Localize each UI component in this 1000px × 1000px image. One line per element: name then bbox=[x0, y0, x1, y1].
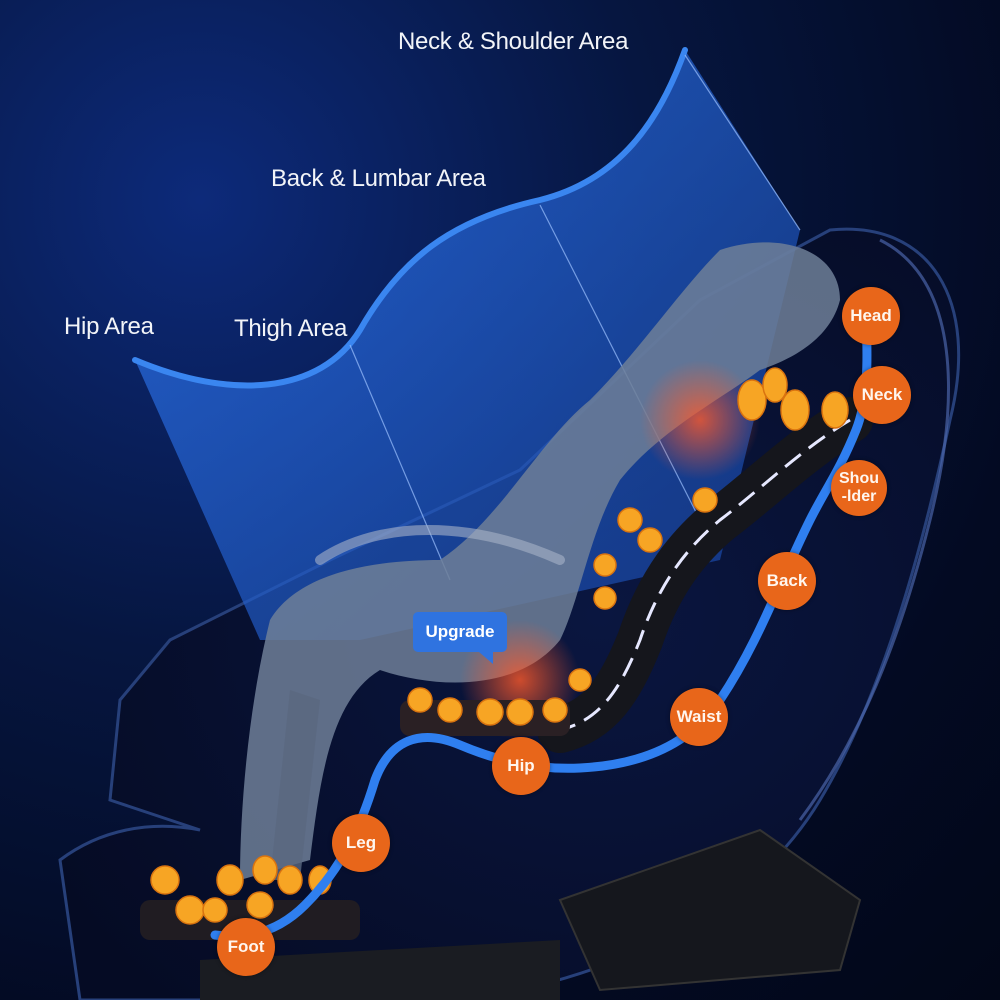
shoulder-point-badge: Shou -lder bbox=[831, 460, 887, 516]
waist-point-badge: Waist bbox=[670, 688, 728, 746]
back-point-badge: Back bbox=[758, 552, 816, 610]
upgrade-callout: Upgrade bbox=[413, 612, 507, 664]
thigh-area-label: Thigh Area bbox=[234, 315, 348, 342]
hip-area-label: Hip Area bbox=[64, 313, 154, 340]
foot-point-badge: Foot bbox=[217, 918, 275, 976]
leg-point-badge: Leg bbox=[332, 814, 390, 872]
head-point-badge: Head bbox=[842, 287, 900, 345]
back-lumbar-area-label: Back & Lumbar Area bbox=[271, 165, 486, 192]
neck-shoulder-area-label: Neck & Shoulder Area bbox=[398, 28, 629, 55]
neck-point-badge: Neck bbox=[853, 366, 911, 424]
hip-point-badge: Hip bbox=[492, 737, 550, 795]
